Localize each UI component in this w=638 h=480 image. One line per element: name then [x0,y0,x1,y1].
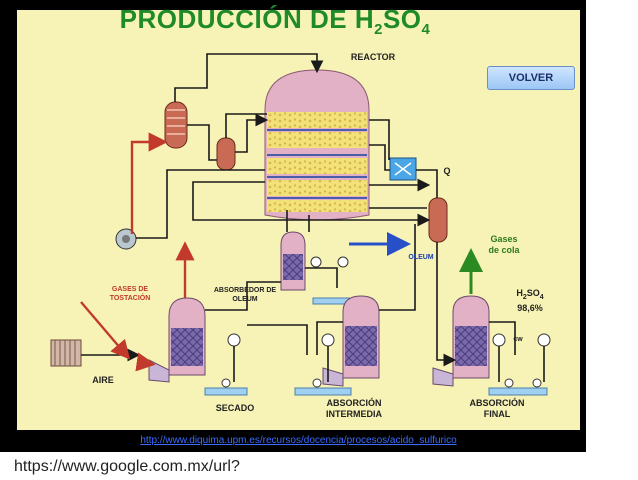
reactor-vessel [264,69,370,221]
source-link[interactable]: http://www.diquima.upm.es/recursos/docen… [140,434,457,446]
intermediate-absorber [294,295,380,396]
process-pipes [81,53,545,382]
drying-label: SECADO [215,403,255,413]
oleum-label: OLEUM [408,254,434,261]
acid-product-label: H2SO4 98,6% [516,288,544,313]
drying-tower [148,297,248,396]
final-absorber [432,295,548,396]
oleum-absorber [280,231,350,305]
gas-arrows [80,132,195,372]
diagram-title: PRODUCCIÓN DE H2SO4 [119,4,431,39]
source-caption: https://www.google.com.mx/url? [14,458,240,475]
air-filter [50,339,82,367]
heat-exchanger-1 [164,101,188,149]
heat-exchanger-3 [428,197,448,243]
q-label: Q [443,166,451,176]
reactor-label: REACTOR [350,52,396,62]
source-link-bar: http://www.diquima.upm.es/recursos/docen… [17,430,580,450]
coolers [221,256,551,388]
process-diagram [50,53,551,396]
volver-button[interactable]: VOLVER [487,66,575,90]
cooling-water-label: cw [513,336,523,343]
q-exchanger [389,157,417,181]
heat-exchanger-2 [216,137,236,171]
air-label: AIRE [92,375,114,385]
